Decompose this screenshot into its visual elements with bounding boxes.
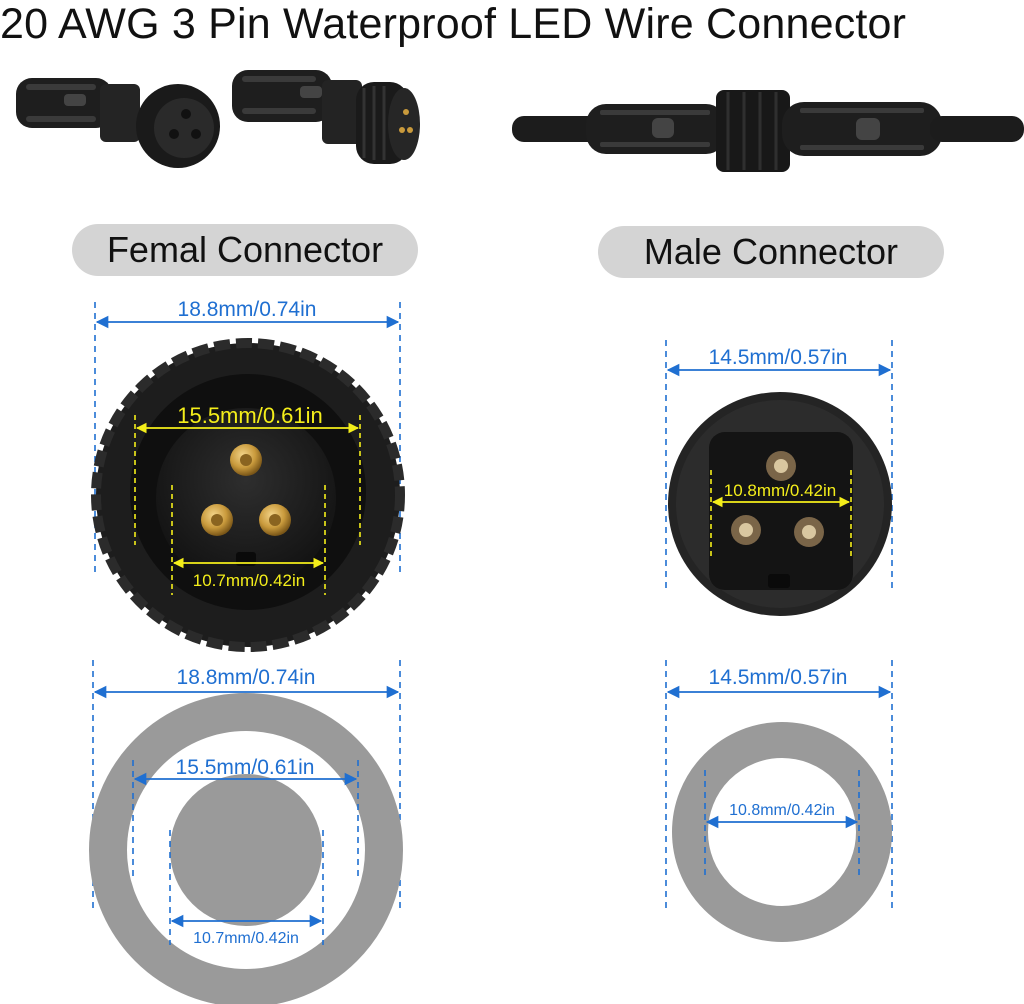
joined-cable-photo bbox=[512, 90, 1024, 172]
female-inner-dim-label: 15.5mm/0.61in bbox=[177, 403, 323, 428]
male-outer-dim-label: 14.5mm/0.57in bbox=[709, 346, 848, 369]
female-plug-photo bbox=[16, 78, 220, 168]
female-connector-label: Femal Connector bbox=[72, 224, 418, 276]
female-outer-dim-label: 18.8mm/0.74in bbox=[178, 298, 317, 321]
female-pins-dim-label: 10.7mm/0.42in bbox=[193, 571, 305, 590]
female-ring-diagram bbox=[89, 660, 403, 1004]
page-title: 20 AWG 3 Pin Waterproof LED Wire Connect… bbox=[0, 0, 907, 48]
male-pins-dim-label: 10.8mm/0.42in bbox=[724, 481, 836, 500]
male-ring-outer-dim-label: 14.5mm/0.57in bbox=[709, 666, 848, 689]
female-ring-pins-dim-label: 10.7mm/0.42in bbox=[193, 930, 299, 947]
female-connector-face bbox=[91, 302, 405, 652]
male-connector-face bbox=[665, 340, 893, 616]
male-plug-photo bbox=[232, 70, 420, 164]
male-connector-label: Male Connector bbox=[598, 226, 944, 278]
male-ring-pins-dim-label: 10.8mm/0.42in bbox=[729, 802, 835, 819]
female-ring-inner-dim-label: 15.5mm/0.61in bbox=[176, 756, 315, 779]
female-ring-outer-dim-label: 18.8mm/0.74in bbox=[177, 666, 316, 689]
male-ring-diagram bbox=[665, 660, 893, 942]
